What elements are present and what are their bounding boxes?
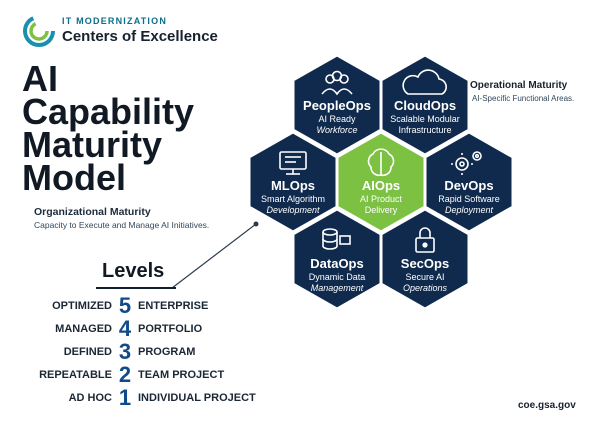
level-scope: TEAM PROJECT	[138, 369, 225, 381]
hex-dataops-text: DataOps Dynamic Data Management	[282, 256, 392, 294]
level-label: REPEATABLE	[39, 369, 112, 381]
hex-subtitle: Operations	[402, 283, 448, 293]
hex-cloudops	[379, 53, 471, 157]
brain-chip-icon	[367, 148, 395, 177]
level-label: DEFINED	[63, 346, 112, 358]
people-icon	[321, 70, 353, 96]
hex-subtitle: Smart Algorithm	[260, 194, 326, 204]
organizational-maturity-heading: Organizational Maturity	[34, 206, 151, 218]
level-number: 2	[118, 362, 132, 387]
hex-subtitle: Delivery	[364, 205, 398, 215]
hex-title: PeopleOps	[303, 98, 371, 113]
hex-devops	[423, 130, 515, 234]
hex-title: AIOps	[361, 178, 401, 193]
title-line: Maturity	[22, 124, 163, 165]
hex-subtitle: Infrastructure	[398, 125, 452, 135]
level-scope: INDIVIDUAL PROJECT	[138, 392, 256, 404]
brand-kicker: IT MODERNIZATION	[62, 16, 168, 26]
level-scope: PORTFOLIO	[138, 323, 203, 335]
hex-title: DevOps	[444, 178, 494, 193]
operational-maturity-heading: Operational Maturity	[470, 80, 568, 91]
gears-icon	[451, 151, 482, 175]
title-line: Model	[22, 157, 126, 198]
organizational-maturity-description: Capacity to Execute and Manage AI Initia…	[34, 220, 210, 230]
hex-subtitle: AI Product	[359, 194, 403, 204]
title-line: Capability	[22, 91, 195, 132]
connector-line	[171, 223, 257, 289]
hex-subtitle: Deployment	[444, 205, 494, 215]
levels-title: Levels	[102, 260, 165, 282]
monitor-icon	[279, 151, 307, 175]
coe-logo-icon	[23, 15, 55, 47]
operational-maturity-description: AI-Specific Functional Areas.	[472, 94, 575, 103]
lock-icon	[415, 227, 435, 253]
level-scope: ENTERPRISE	[138, 300, 209, 312]
hex-subtitle: Dynamic Data	[308, 272, 366, 282]
connector-dot	[253, 221, 259, 227]
hex-secops-text: SecOps Secure AI Operations	[370, 256, 480, 294]
level-number: 4	[118, 316, 132, 341]
title-line: AI	[22, 58, 58, 99]
hex-cloudops-text: CloudOps Scalable Modular Infrastructure	[370, 98, 480, 136]
hex-peopleops-text: PeopleOps AI Ready Workforce	[282, 98, 392, 136]
hex-subtitle: Management	[310, 283, 364, 293]
hex-title: CloudOps	[393, 98, 457, 113]
hex-title: DataOps	[310, 256, 364, 271]
hex-secops	[379, 207, 471, 311]
hex-subtitle: Workforce	[316, 125, 358, 135]
hex-subtitle: Secure AI	[405, 272, 445, 282]
page-title: AI Capability Maturity Model	[22, 58, 232, 198]
level-label: OPTIMIZED	[52, 300, 112, 312]
level-number: 3	[118, 339, 132, 364]
level-row: DEFINED 3 PROGRAM	[0, 339, 300, 364]
hex-subtitle: AI Ready	[318, 114, 356, 124]
level-row: AD HOC 1 INDIVIDUAL PROJECT	[0, 385, 300, 410]
level-row: OPTIMIZED 5 ENTERPRISE	[0, 293, 300, 318]
hex-devops-text: DevOps Rapid Software Deployment	[414, 178, 524, 216]
levels-underline	[96, 287, 176, 289]
hex-subtitle: Development	[266, 205, 320, 215]
hex-title: MLOps	[270, 178, 316, 193]
cloud-icon	[402, 69, 447, 95]
hex-subtitle: Rapid Software	[438, 194, 500, 204]
level-label: MANAGED	[55, 323, 112, 335]
level-scope: PROGRAM	[138, 346, 196, 358]
level-row: REPEATABLE 2 TEAM PROJECT	[0, 362, 300, 387]
hex-mlops-text: MLOps Smart Algorithm Development	[238, 178, 348, 216]
level-number: 5	[118, 293, 132, 318]
site-url: coe.gsa.gov	[518, 400, 576, 411]
database-icon	[322, 228, 351, 250]
level-label: AD HOC	[68, 392, 112, 404]
hex-aiops-text: AIOps AI Product Delivery	[326, 178, 436, 216]
level-row: MANAGED 4 PORTFOLIO	[0, 316, 300, 341]
level-number: 1	[118, 385, 132, 410]
hex-title: SecOps	[400, 256, 450, 271]
hex-subtitle: Scalable Modular	[390, 114, 460, 124]
brand-name: Centers of Excellence	[62, 28, 218, 45]
